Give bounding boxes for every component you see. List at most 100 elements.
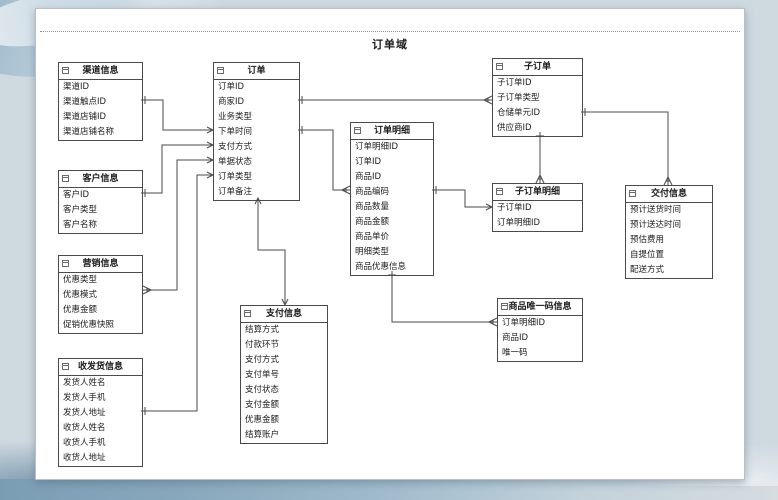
entity-field[interactable]: 客户类型 [63, 205, 98, 215]
table-icon [501, 303, 508, 310]
entity-field[interactable]: 结算账户 [245, 430, 280, 440]
entity-field[interactable]: 唯一码 [502, 348, 528, 358]
entity-field[interactable]: 结算方式 [245, 325, 280, 335]
entity-field[interactable]: 自提位置 [630, 250, 665, 260]
entity-field[interactable]: 优惠金额 [63, 305, 98, 315]
entity-title: 订单 [247, 66, 266, 76]
entity-field[interactable]: 优惠金额 [245, 415, 280, 425]
entity-field[interactable]: 商品优惠信息 [355, 262, 407, 272]
entity-field[interactable]: 商品单价 [355, 232, 390, 242]
entity-header: 客户信息 [59, 171, 142, 188]
entity-title: 子订单明细 [514, 187, 560, 197]
entity-shipping-info[interactable]: 收发货信息发货人姓名发货人手机发货人地址收货人姓名收货人手机收货人地址 [58, 358, 143, 467]
connector-order-detail-to-sub-order-detail[interactable] [432, 186, 494, 211]
table-icon [62, 67, 69, 74]
entity-field[interactable]: 订单明细ID [355, 142, 399, 152]
entity-field[interactable]: 收货人地址 [63, 453, 106, 463]
entity-field[interactable]: 订单类型 [218, 172, 253, 182]
entity-field[interactable]: 预计送货时间 [630, 205, 682, 215]
entity-field[interactable]: 业务类型 [218, 112, 253, 122]
entity-field[interactable]: 订单ID [218, 82, 245, 92]
entity-field[interactable]: 预估费用 [630, 235, 665, 245]
entity-field[interactable]: 支付金额 [245, 400, 280, 410]
entity-field[interactable]: 子订单ID [497, 78, 532, 88]
entity-title: 渠道信息 [82, 66, 119, 76]
connector-order-to-order-detail[interactable] [298, 126, 351, 195]
entity-field[interactable]: 订单ID [355, 157, 382, 167]
connector-sub-order-to-delivery-info[interactable] [581, 108, 673, 186]
entity-field[interactable]: 子订单ID [497, 203, 532, 213]
watercolor-strip-bottom [0, 479, 778, 500]
entity-field[interactable]: 订单明细ID [497, 218, 541, 228]
table-icon [629, 190, 636, 197]
entity-field[interactable]: 发货人姓名 [63, 378, 106, 388]
entity-field[interactable]: 订单备注 [218, 187, 253, 197]
entity-order-detail[interactable]: 订单明细订单明细ID 订单ID 商品ID 商品编码商品数量商品金额商品单价明细类型商品… [350, 122, 434, 276]
diagram-title: 订单域 [372, 38, 408, 51]
entity-title: 支付信息 [265, 309, 302, 319]
entity-field[interactable]: 渠道店铺名称 [63, 127, 115, 137]
table-icon [496, 188, 503, 195]
entity-field[interactable]: 商品数量 [355, 202, 390, 212]
entity-payment-info[interactable]: 支付信息结算方式付款环节支付方式支付单号支付状态支付金额优惠金额结算账户 [240, 305, 328, 444]
entity-field[interactable]: 渠道触点ID [63, 97, 107, 107]
entity-field[interactable]: 商品ID [502, 333, 529, 343]
entity-field[interactable]: 仓储单元ID [497, 108, 541, 118]
table-icon [496, 63, 503, 70]
table-icon [62, 260, 69, 267]
entity-order[interactable]: 订单订单ID 商家ID 业务类型下单时间支付方式单据状态订单类型订单备注 [213, 62, 300, 201]
entity-field[interactable]: 下单时间 [218, 127, 253, 137]
entity-field[interactable]: 订单明细ID [502, 318, 546, 328]
entity-unique-code-info[interactable]: 商品唯一码信息订单明细ID 商品ID 唯一码 [497, 298, 583, 362]
connector-channel-info-to-order[interactable] [141, 96, 215, 134]
header-separator [40, 31, 740, 32]
entity-field[interactable]: 客户名称 [63, 220, 98, 230]
entity-field[interactable]: 发货人地址 [63, 408, 106, 418]
entity-field[interactable]: 预计送达时间 [630, 220, 682, 230]
table-icon [62, 175, 69, 182]
entity-header: 支付信息 [241, 306, 327, 323]
entity-header: 交付信息 [626, 186, 712, 203]
entity-header: 订单 [214, 63, 299, 80]
entity-field[interactable]: 支付方式 [245, 355, 280, 365]
connector-order-to-payment-info[interactable] [254, 196, 289, 307]
entity-marketing-info[interactable]: 营销信息优惠类型优惠模式优惠金额促销优惠快照 [58, 255, 143, 334]
entity-sub-order-detail[interactable]: 子订单明细子订单ID 订单明细ID [492, 183, 583, 232]
table-icon [217, 67, 224, 74]
entity-field[interactable]: 渠道ID [63, 82, 90, 92]
entity-field[interactable]: 商品金额 [355, 217, 390, 227]
entity-header: 营销信息 [59, 256, 142, 273]
entity-field[interactable]: 发货人手机 [63, 393, 106, 403]
entity-field[interactable]: 渠道店铺ID [63, 112, 107, 122]
entity-field[interactable]: 商品ID [355, 172, 382, 182]
entity-field[interactable]: 促销优惠快照 [63, 320, 115, 330]
entity-field[interactable]: 配送方式 [630, 265, 665, 275]
connector-shipping-info-to-order[interactable] [141, 171, 215, 415]
entity-field[interactable]: 支付状态 [245, 385, 280, 395]
entity-header: 子订单明细 [493, 184, 582, 201]
connector-order-detail-to-unique-code-info[interactable] [388, 271, 498, 327]
entity-title: 订单明细 [373, 126, 410, 136]
entity-field[interactable]: 明细类型 [355, 247, 390, 257]
entity-field[interactable]: 优惠类型 [63, 275, 98, 285]
entity-header: 订单明细 [351, 123, 433, 140]
entity-field[interactable]: 商品编码 [355, 187, 390, 197]
entity-field[interactable]: 支付单号 [245, 370, 280, 380]
entity-title: 营销信息 [82, 259, 119, 269]
entity-field[interactable]: 子订单类型 [497, 93, 540, 103]
entity-customer-info[interactable]: 客户信息客户ID 客户类型客户名称 [58, 170, 143, 234]
entity-field[interactable]: 收货人姓名 [63, 423, 106, 433]
entity-channel-info[interactable]: 渠道信息渠道ID 渠道触点ID 渠道店铺ID 渠道店铺名称 [58, 62, 143, 141]
entity-title: 商品唯一码信息 [508, 302, 572, 312]
entity-field[interactable]: 优惠模式 [63, 290, 98, 300]
entity-field[interactable]: 供应商ID [497, 123, 532, 133]
entity-field[interactable]: 付款环节 [245, 340, 280, 350]
entity-field[interactable]: 收货人手机 [63, 438, 106, 448]
entity-field[interactable]: 支付方式 [218, 142, 253, 152]
entity-field[interactable]: 单据状态 [218, 157, 253, 167]
entity-delivery-info[interactable]: 交付信息预计送货时间预计送达时间预估费用自提位置配送方式 [625, 185, 713, 279]
entity-field[interactable]: 商家ID [218, 97, 245, 107]
entity-field[interactable]: 客户ID [63, 190, 90, 200]
